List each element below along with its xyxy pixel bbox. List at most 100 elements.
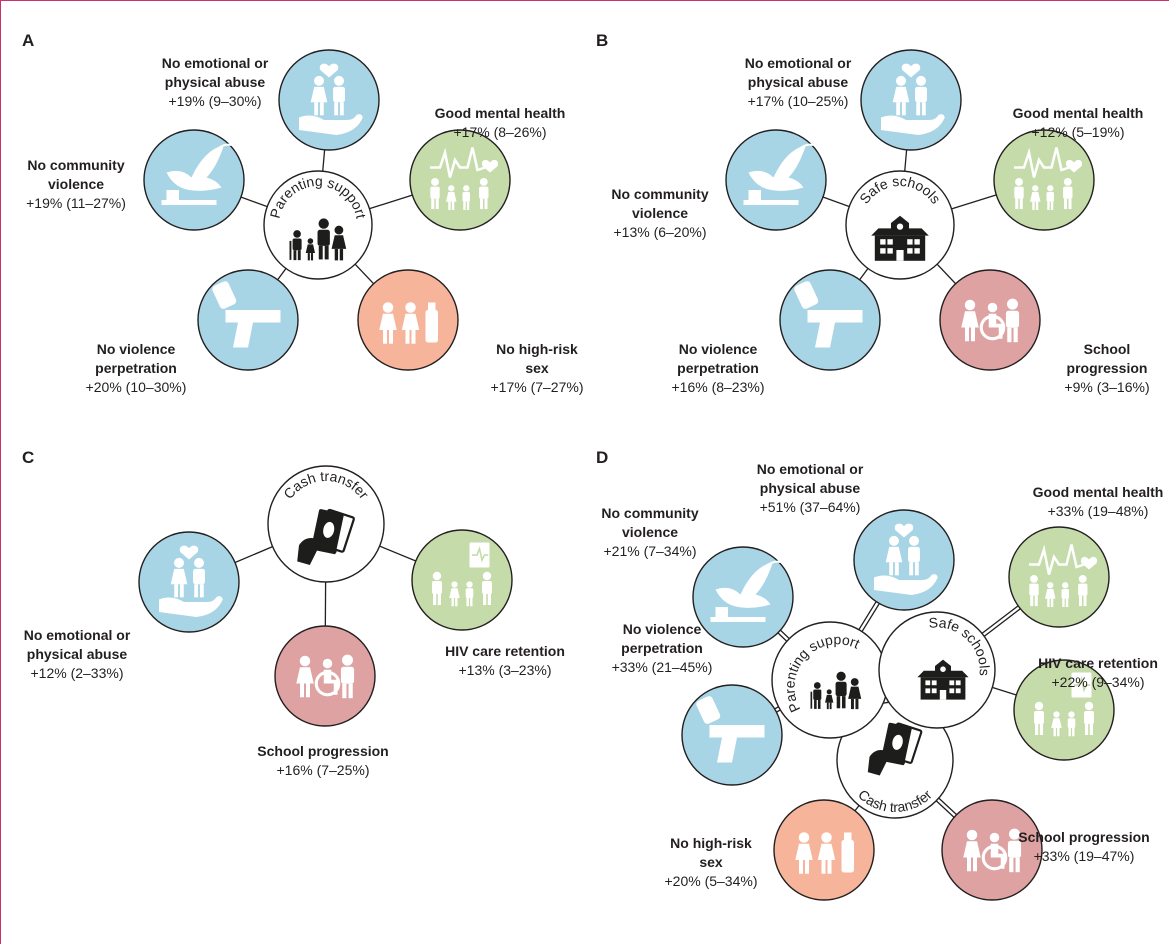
outcome-value-hiv-care: +13% (3–23%) <box>458 662 551 678</box>
outcome-value-hiv-care: +22% (9–34%) <box>1051 674 1144 690</box>
outcome-title-abuse-free-line: physical abuse <box>748 74 849 90</box>
outcome-title-abuse-free-line: No emotional or <box>24 627 131 643</box>
outcome-circle-abuse-free <box>278 49 380 151</box>
outcome-title-students-line: School progression <box>257 743 388 759</box>
outcome-value-dove: +21% (7–34%) <box>603 543 696 559</box>
outcome-value-abuse-free: +17% (10–25%) <box>748 93 849 109</box>
outcome-title-mental-health: Good mental health <box>435 105 566 121</box>
outcome-title-abuse-free-line: No emotional or <box>745 55 852 71</box>
mental-health-icon <box>1029 544 1098 607</box>
outcome-title-sexual-health: No high-risk sex <box>496 341 578 376</box>
outcome-circle-mental-health <box>409 129 511 231</box>
outcome-title-mental-health-line: Good mental health <box>1033 484 1164 500</box>
outcome-circle-abuse-free <box>138 531 240 633</box>
outcome-title-sexual-health-line: sex <box>699 854 723 870</box>
outcome-title-gun-line: perpetration <box>677 360 759 376</box>
outcome-title-hiv-care: HIV care retention <box>445 643 565 659</box>
panel-letter-d: D <box>596 448 608 467</box>
cash-icon <box>297 508 355 565</box>
outcome-circle-abuse-free <box>860 49 962 151</box>
outcome-title-mental-health: Good mental health <box>1013 105 1144 121</box>
outcome-title-sexual-health-line: No high-risk <box>670 835 752 851</box>
outcome-title-abuse-free-line: No emotional or <box>757 461 864 477</box>
outcome-value-students: +16% (7–25%) <box>276 762 369 778</box>
outcome-circle-abuse-free <box>853 509 955 611</box>
sexual-health-icon <box>379 302 438 344</box>
outcome-title-hiv-care-line: HIV care retention <box>445 643 565 659</box>
outcome-title-dove: No community violence <box>601 505 698 540</box>
outcome-value-gun: +20% (10–30%) <box>86 379 187 395</box>
outcome-title-abuse-free: No emotional or physical abuse <box>745 55 852 90</box>
gun-icon <box>696 696 765 763</box>
outcome-title-gun-line: perpetration <box>621 640 703 656</box>
outcome-title-students: School progression <box>1067 341 1148 376</box>
outcome-title-dove: No community violence <box>611 186 708 221</box>
cash-icon <box>867 722 923 776</box>
hiv-care-icon <box>432 542 492 607</box>
students-icon <box>961 298 1020 343</box>
frame-left-border <box>0 0 1 944</box>
outcome-title-students-line: School progression <box>1018 829 1149 845</box>
family-icon <box>810 671 862 710</box>
outcome-title-gun: No violence perpetration <box>677 341 759 376</box>
outcome-title-mental-health: Good mental health <box>1033 484 1164 500</box>
outcome-title-students: School progression <box>257 743 388 759</box>
family-icon <box>289 218 347 261</box>
outcome-title-dove-line: No community <box>611 186 708 202</box>
outcome-title-students: School progression <box>1018 829 1149 845</box>
mental-health-icon <box>430 147 499 210</box>
outcome-value-mental-health: +33% (19–48%) <box>1048 503 1149 519</box>
outcome-value-gun: +16% (8–23%) <box>671 379 764 395</box>
outcome-title-dove-line: violence <box>48 176 104 192</box>
dove-icon <box>161 143 232 205</box>
outcome-value-gun: +33% (21–45%) <box>612 659 713 675</box>
outcome-value-dove: +19% (11–27%) <box>26 195 126 211</box>
outcome-value-abuse-free: +12% (2–33%) <box>30 665 123 681</box>
abuse-free-icon <box>159 545 223 617</box>
outcome-title-abuse-free: No emotional or physical abuse <box>24 627 131 662</box>
panel-letter-a: A <box>22 31 34 50</box>
outcome-title-dove-line: No community <box>601 505 698 521</box>
outcome-title-gun-line: No violence <box>97 341 176 357</box>
outcome-title-dove-line: violence <box>632 205 688 221</box>
outcome-value-sexual-health: +20% (5–34%) <box>664 873 757 889</box>
outcome-value-students: +33% (19–47%) <box>1034 848 1135 864</box>
outcome-title-dove-line: violence <box>622 524 678 540</box>
dove-icon <box>743 143 814 205</box>
outcome-value-mental-health: +12% (5–19%) <box>1031 124 1124 140</box>
students-icon <box>296 654 355 699</box>
outcome-title-hiv-care-line: HIV care retention <box>1038 655 1158 671</box>
outcome-title-abuse-free: No emotional or physical abuse <box>162 55 269 90</box>
outcome-title-abuse-free-line: physical abuse <box>27 646 128 662</box>
school-icon <box>871 215 929 261</box>
outcome-title-abuse-free-line: No emotional or <box>162 55 269 71</box>
students-icon <box>963 828 1022 873</box>
gun-icon <box>212 281 281 348</box>
hiv-care-icon <box>1034 672 1094 737</box>
mental-health-icon <box>1014 147 1083 210</box>
outcome-title-sexual-health-line: sex <box>525 360 549 376</box>
outcome-title-students-line: School <box>1084 341 1131 357</box>
abuse-free-icon <box>881 63 945 135</box>
outcome-title-hiv-care: HIV care retention <box>1038 655 1158 671</box>
outcome-title-sexual-health: No high-risk sex <box>670 835 752 870</box>
outcome-title-dove-line: No community <box>27 157 124 173</box>
outcome-title-students-line: progression <box>1067 360 1148 376</box>
outcome-title-sexual-health-line: No high-risk <box>496 341 578 357</box>
outcome-value-mental-health: +17% (8–26%) <box>453 124 546 140</box>
gun-icon <box>794 281 863 348</box>
outcome-circle-mental-health <box>993 129 1095 231</box>
outcome-title-abuse-free-line: physical abuse <box>165 74 266 90</box>
outcome-value-abuse-free: +19% (9–30%) <box>168 93 261 109</box>
school-icon <box>917 659 969 700</box>
sexual-health-icon <box>795 832 854 874</box>
panel-letter-b: B <box>596 31 608 50</box>
abuse-free-icon <box>299 63 363 135</box>
outcome-value-dove: +13% (6–20%) <box>613 224 706 240</box>
outcome-title-gun-line: No violence <box>679 341 758 357</box>
dove-icon <box>710 560 781 622</box>
